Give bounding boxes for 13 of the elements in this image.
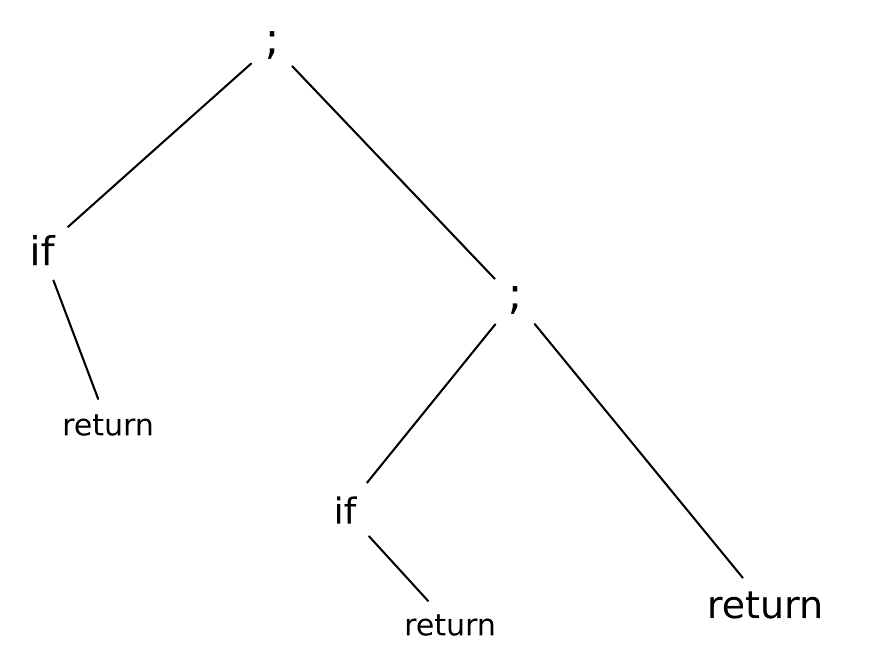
tree-branch-line [291, 65, 496, 280]
tree-node-label: if [33, 234, 56, 266]
tree-node-label: if [337, 496, 358, 524]
tree-node-label: return [406, 614, 494, 636]
tree-branch-line [366, 323, 496, 484]
tree-branch-line [52, 280, 100, 400]
tree-node-label: ; [510, 286, 518, 314]
tree-branch-line [67, 62, 252, 228]
tree-node-label: return [64, 414, 152, 436]
tree-branch-line [368, 535, 429, 602]
tree-node-label: ; [268, 31, 274, 59]
tree-branch-line [534, 323, 744, 579]
tree-node-label: return [710, 591, 820, 619]
